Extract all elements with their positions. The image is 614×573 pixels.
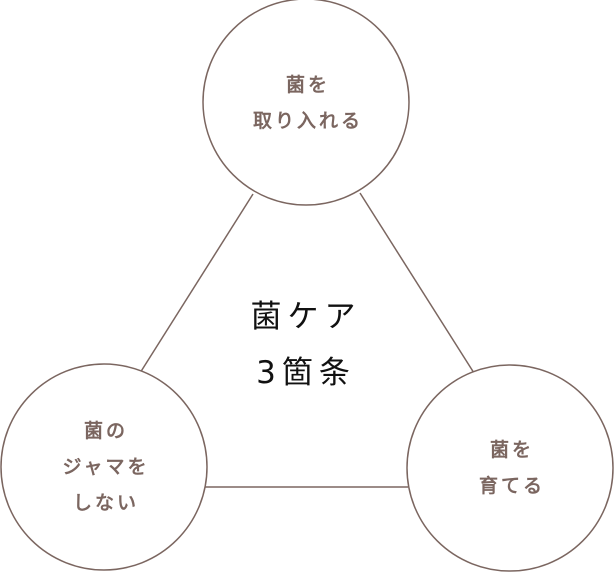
circle-bottom-left [0,363,208,571]
circle-top [202,0,410,206]
center-title-line2: 3箇条 [256,355,356,391]
node-label-line: 育てる [478,475,546,497]
connector-top-left [139,193,254,374]
circle-bottom-right [406,364,614,572]
node-label-dont-obstruct: 菌の ジャマを しない [62,413,149,521]
node-label-line: しない [72,492,139,514]
node-label-take-in: 菌を 取り入れる [253,67,363,139]
node-label-line: 菌を [489,439,535,461]
connector-top-right [359,192,475,374]
node-label-line: 取り入れる [252,110,364,132]
center-title: 菌ケア 3箇条 [251,289,362,401]
node-label-line: ジャマを [62,456,150,478]
node-label-line: 菌の [83,420,128,442]
node-label-line: 菌を [285,74,331,96]
node-label-grow: 菌を 育てる [479,432,545,504]
center-title-line1: 菌ケア [250,299,362,335]
